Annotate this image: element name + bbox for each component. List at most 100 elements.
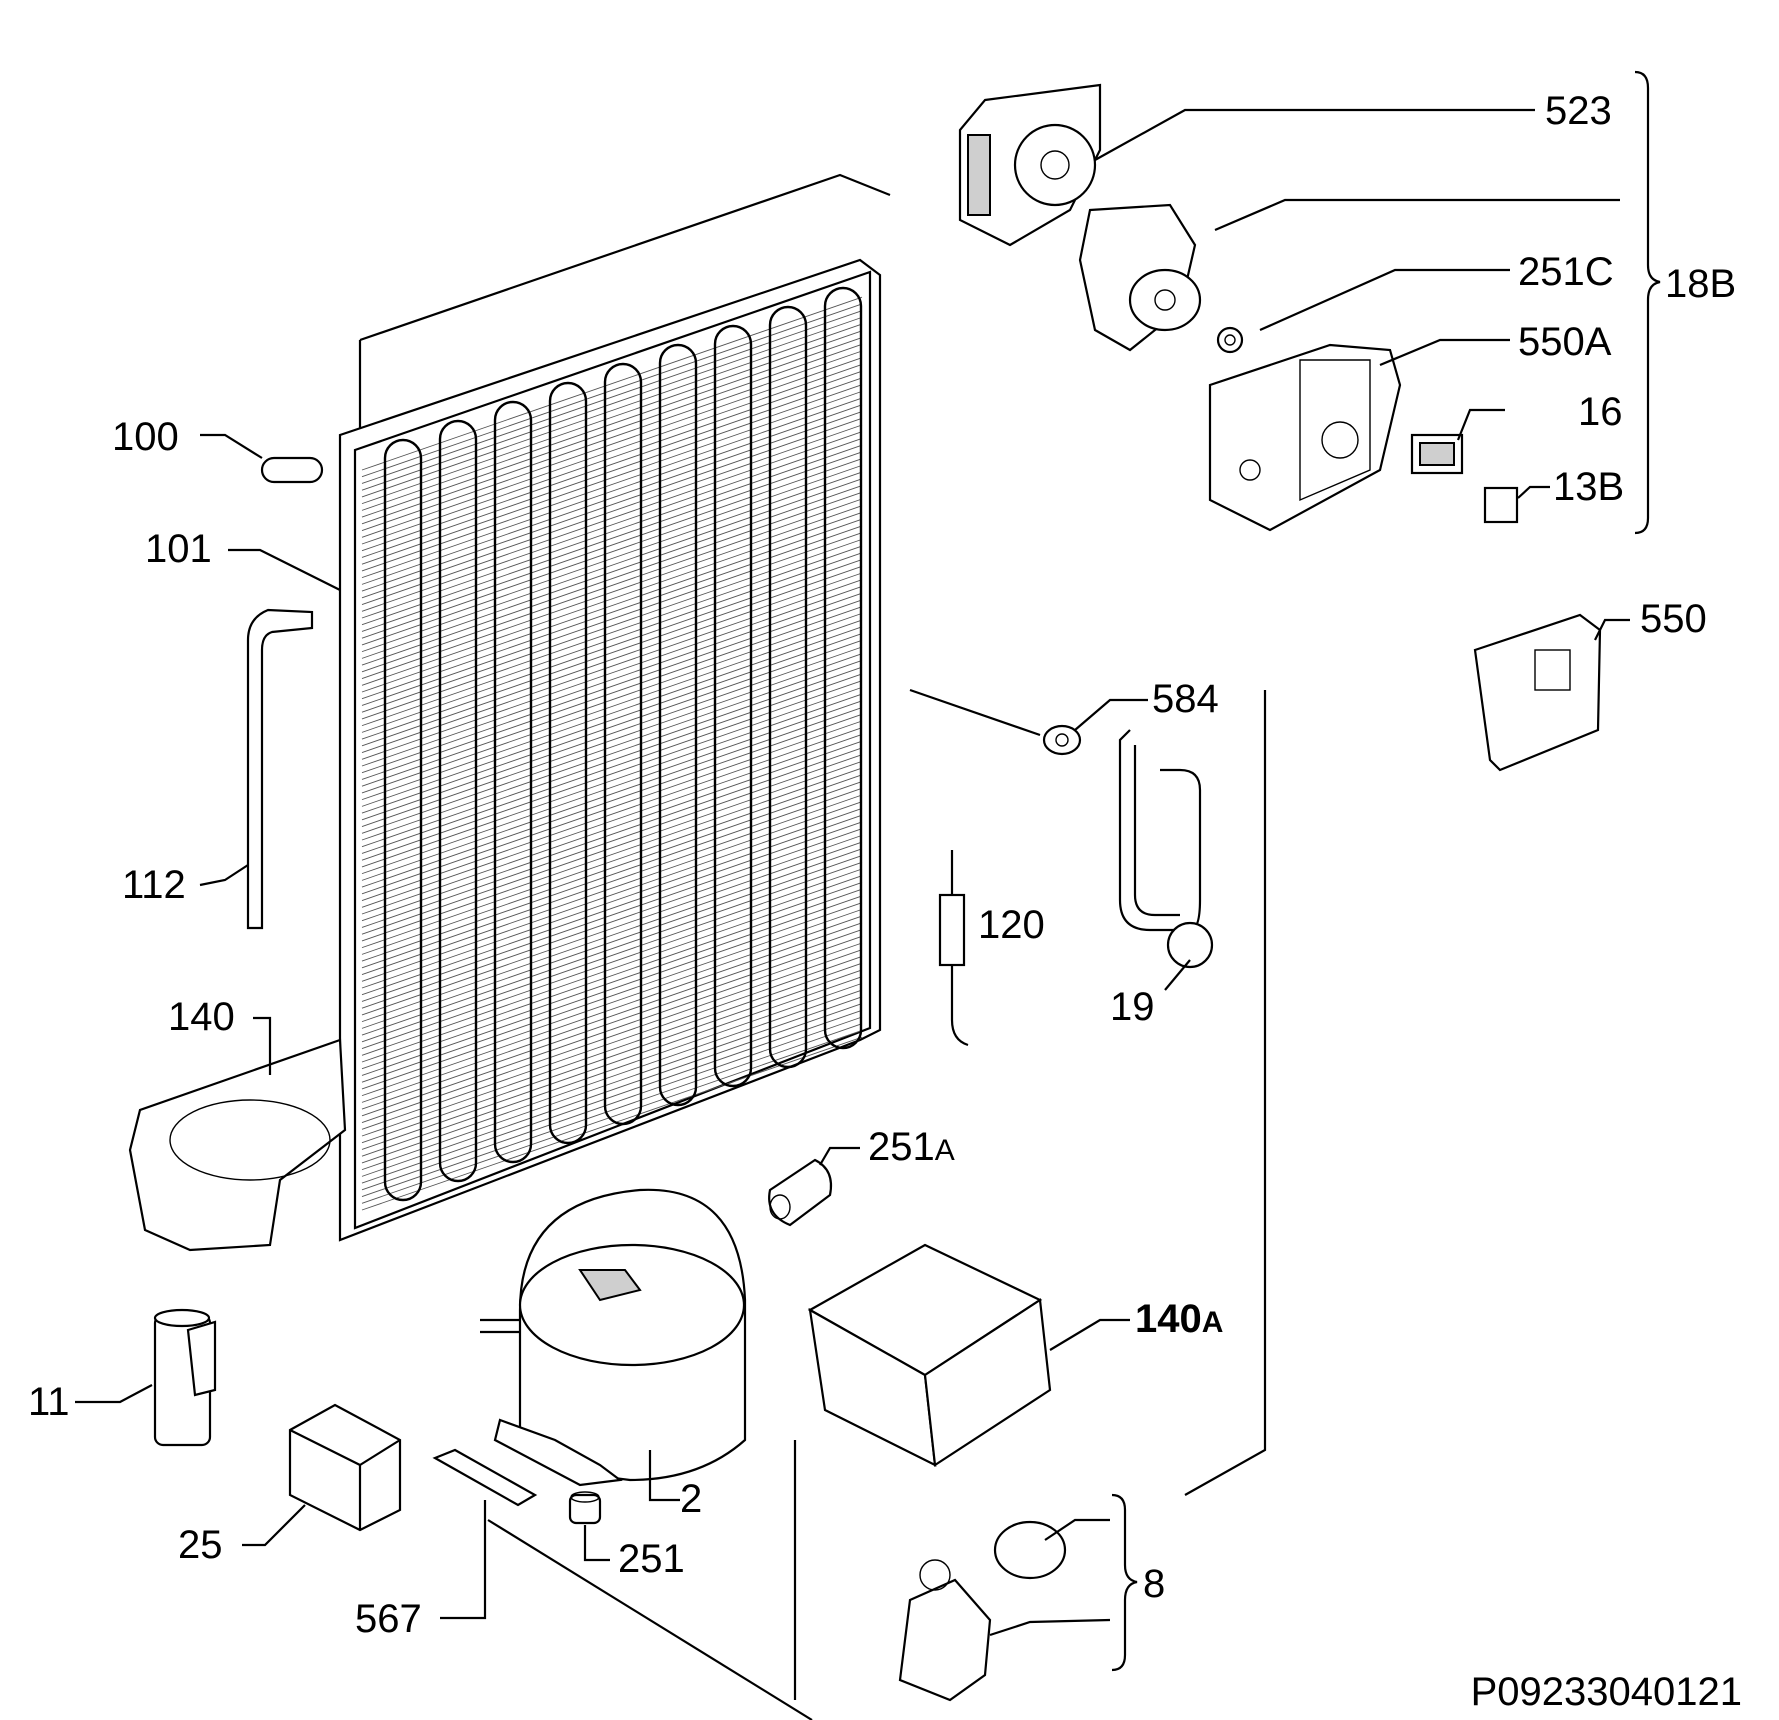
- condenser-fin: [361, 713, 863, 888]
- condenser-fin: [361, 841, 863, 1016]
- condenser-fin: [361, 673, 863, 848]
- condenser-fin: [361, 559, 863, 733]
- condenser-fin: [361, 895, 863, 1070]
- leader-lines: [75, 108, 1630, 1637]
- condenser-fin: [361, 296, 863, 471]
- condenser-fin: [361, 606, 863, 780]
- label-523: 523: [1545, 89, 1612, 133]
- label-8: 8: [1143, 1562, 1165, 1606]
- fan-motor-part: [1078, 203, 1202, 352]
- condenser-fin: [361, 498, 863, 673]
- condenser-fin: [361, 451, 863, 626]
- condenser-fin: [361, 976, 863, 1150]
- condenser-fin: [361, 626, 863, 801]
- label-550a: 550A: [1518, 320, 1612, 364]
- condenser-fin: [361, 720, 863, 895]
- condenser-fin: [361, 915, 863, 1090]
- condenser-fin: [361, 875, 863, 1049]
- drip-tray-part: [128, 1038, 347, 1252]
- condenser-fin: [361, 855, 863, 1029]
- condenser-fin: [361, 801, 863, 975]
- condenser-fin: [361, 532, 863, 706]
- heater-wiring-part: [1118, 729, 1214, 969]
- condenser-fin: [361, 808, 863, 982]
- condenser-fin: [361, 545, 863, 720]
- bushing-part: [260, 456, 324, 484]
- condenser-fin: [361, 316, 863, 491]
- label-251: 251: [618, 1537, 685, 1581]
- condenser-fin: [361, 397, 863, 572]
- condenser-fin: [361, 586, 863, 760]
- starter-part: [898, 1520, 1067, 1702]
- condenser-fin: [361, 902, 863, 1076]
- filter-drier-part: [938, 850, 969, 1047]
- condenser-fin: [361, 942, 863, 1117]
- label-112: 112: [122, 863, 186, 907]
- condenser-fin: [361, 350, 863, 525]
- lamp-part: [1483, 486, 1519, 524]
- condenser-fin: [361, 612, 863, 787]
- group-brace-18b: [1634, 70, 1661, 535]
- condenser-fin: [361, 464, 863, 639]
- condenser-fin: [361, 337, 863, 511]
- grommet-251-part: [568, 1491, 602, 1525]
- condenser-fin: [361, 525, 863, 700]
- condenser-fin: [361, 653, 863, 827]
- condenser-fin: [361, 922, 863, 1097]
- label-584: 584: [1152, 677, 1219, 721]
- condenser-fin: [361, 861, 863, 1036]
- condenser-fin: [361, 565, 863, 740]
- clip-part: [432, 1448, 538, 1507]
- condenser-fin: [361, 908, 863, 1083]
- condenser-fin: [361, 680, 863, 854]
- condenser-fin: [361, 693, 863, 868]
- condenser-fin: [361, 949, 863, 1123]
- condenser-fin: [361, 512, 863, 686]
- label-19: 19: [1110, 985, 1155, 1029]
- condenser-fin: [361, 444, 863, 619]
- label-550: 550: [1640, 597, 1707, 641]
- condenser-tube-loop: [768, 305, 808, 1069]
- condenser-tube-loop: [548, 381, 588, 1145]
- condenser-fin: [361, 740, 863, 915]
- condenser-fin: [361, 962, 863, 1137]
- condenser-fin: [361, 646, 863, 821]
- condenser-fin: [361, 660, 863, 834]
- condenser-fin: [361, 505, 863, 679]
- condenser-fin: [361, 767, 863, 942]
- condenser-fin: [361, 734, 863, 908]
- condenser-fin: [361, 666, 863, 841]
- condenser-tubes: [383, 286, 863, 1202]
- condenser-fin: [361, 438, 863, 612]
- cabinet-outline: [358, 173, 1267, 1720]
- condenser-fin: [361, 834, 863, 1009]
- condenser-fin: [361, 357, 863, 531]
- capacitor-part: [153, 1308, 217, 1447]
- condenser-fin: [361, 330, 863, 505]
- condenser-tube-loop: [713, 324, 753, 1088]
- condenser-fin: [361, 538, 863, 713]
- condenser-fin: [361, 929, 863, 1103]
- condenser-fin: [361, 996, 863, 1171]
- condenser-tube-loop: [493, 400, 533, 1164]
- condenser-fin: [361, 882, 863, 1056]
- box-140a-part: [807, 1243, 1052, 1467]
- thermostat-housing-part: [1208, 343, 1402, 532]
- condenser-fin: [361, 639, 863, 814]
- label-16: 16: [1578, 390, 1623, 434]
- label-251a-number: 251: [868, 1125, 935, 1169]
- cover-550-part: [1473, 613, 1602, 772]
- condenser-fin: [361, 1016, 863, 1191]
- label-120: 120: [978, 903, 1045, 947]
- label-251c: 251C: [1518, 250, 1614, 294]
- label-567: 567: [355, 1597, 422, 1641]
- condenser-fin: [361, 417, 863, 592]
- condenser-tube-loop: [658, 343, 698, 1107]
- label-251a-suffix: A: [935, 1134, 955, 1167]
- condenser-fin: [361, 478, 863, 653]
- condenser-fin: [361, 760, 863, 935]
- compressor-part: [480, 1188, 747, 1487]
- relay-part: [288, 1403, 402, 1532]
